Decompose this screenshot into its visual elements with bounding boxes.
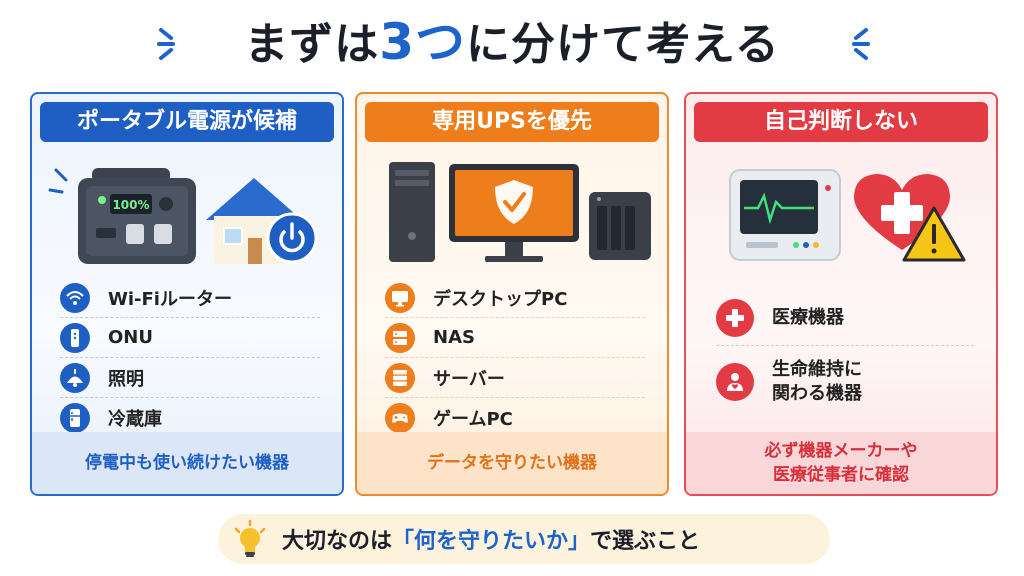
server-icon [385, 362, 415, 393]
item-label: ゲームPC [433, 409, 513, 430]
item-label: Wi-Fiルーター [108, 288, 232, 310]
panel-footer: 必ず機器メーカーや医療従事者に確認 [686, 432, 996, 494]
footer-line: 医療従事者に確認 [773, 465, 909, 485]
lightbulb-icon [234, 519, 266, 557]
monitor-icon [385, 282, 415, 313]
sparkle-lines-icon [852, 28, 870, 60]
item-list: デスクトップPC NAS サーバー ゲームPC [385, 278, 645, 438]
item-label-line: 生命維持に [772, 359, 862, 380]
medical-devices-illustration [729, 169, 966, 262]
sparkle-lines-icon [157, 28, 175, 60]
banner-pre: 大切なのは [282, 529, 393, 554]
list-item: ONU [60, 318, 320, 358]
banner-emphasis: 「何を守りたいか」 [392, 529, 591, 554]
lamp-icon [60, 362, 90, 393]
item-list: 医療機器 生命維持に関わる機器 [716, 290, 974, 418]
pc-and-nas-illustration [389, 162, 651, 262]
wifi-icon [60, 282, 90, 313]
item-label: NAS [433, 327, 475, 348]
list-item: Wi-Fiルーター [60, 278, 320, 318]
item-label: デスクトップPC [433, 288, 568, 310]
nas-icon [385, 322, 415, 353]
item-label: ONU [108, 327, 153, 348]
portable-power-panel: ポータブル電源が候補 100% Wi-Fiルーター [30, 92, 344, 496]
title-highlight: 3つ [379, 13, 467, 71]
footer-line: 必ず機器メーカーや [764, 441, 918, 461]
no-self-judgment-panel: 自己判断しない 医療機器 生命維持に関わる機器 [684, 92, 998, 496]
item-label: 冷蔵庫 [108, 409, 162, 430]
list-item: 冷蔵庫 [60, 398, 320, 438]
item-label: 照明 [108, 368, 144, 390]
gamepad-icon [385, 403, 415, 433]
list-item: 照明 [60, 358, 320, 398]
portable-power-station-illustration: 100% [48, 168, 318, 264]
page-title: まずは3つに分けて考える [0, 14, 1024, 70]
onu-icon [60, 322, 90, 353]
item-label: サーバー [433, 368, 505, 390]
item-label-line: 関わる機器 [772, 383, 862, 404]
banner-post: で選ぶこと [590, 529, 701, 554]
patient-heart-icon [716, 363, 754, 401]
list-item: 生命維持に関わる機器 [716, 346, 974, 418]
title-pre: まずは [244, 19, 380, 70]
medical-cross-icon [716, 298, 754, 337]
dedicated-ups-panel: 専用UPSを優先 デスクトップPC NAS [355, 92, 669, 496]
fridge-icon [60, 403, 90, 433]
battery-display: 100% [112, 198, 149, 212]
panel-footer: データを守りたい機器 [357, 432, 667, 494]
item-label: 医療機器 [772, 306, 844, 328]
panel-heading: 自己判断しない [694, 102, 988, 142]
list-item: NAS [385, 318, 645, 358]
list-item: 医療機器 [716, 290, 974, 346]
item-list: Wi-Fiルーター ONU 照明 冷蔵庫 [60, 278, 320, 438]
list-item: サーバー [385, 358, 645, 398]
panel-footer: 停電中も使い続けたい機器 [32, 432, 342, 494]
panel-heading: 専用UPSを優先 [365, 102, 659, 142]
panel-heading: ポータブル電源が候補 [40, 102, 334, 142]
list-item: ゲームPC [385, 398, 645, 438]
list-item: デスクトップPC [385, 278, 645, 318]
key-point-banner: 大切なのは「何を守りたいか」で選ぶこと [218, 514, 830, 564]
title-post: に分けて考える [466, 19, 780, 70]
